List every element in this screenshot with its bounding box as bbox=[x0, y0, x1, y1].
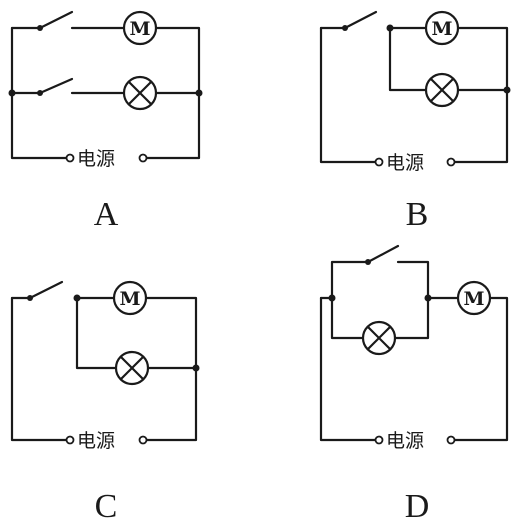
circuit-a-power-source: 电源 bbox=[65, 148, 148, 170]
svg-text:电源: 电源 bbox=[386, 152, 424, 174]
circuit-d-wire-right bbox=[452, 296, 509, 442]
svg-text:M: M bbox=[431, 18, 452, 40]
circuit-b-wire-left-bottom bbox=[319, 26, 378, 164]
svg-text:M: M bbox=[119, 288, 140, 310]
circuit-c: M 电源 C bbox=[10, 280, 200, 525]
circuit-a-junction-right bbox=[195, 89, 203, 97]
circuit-c-motor: M bbox=[112, 280, 148, 316]
svg-text:电源: 电源 bbox=[77, 148, 115, 170]
circuit-b-junction-right bbox=[503, 86, 511, 94]
circuit-b-motor: M bbox=[424, 10, 460, 46]
circuit-c-wire-left-bottom bbox=[10, 296, 69, 442]
circuit-a-wire-left-bottom bbox=[10, 26, 69, 160]
circuit-c-junction-right bbox=[192, 364, 200, 372]
circuit-d-switch bbox=[365, 244, 400, 265]
circuit-b-wire-right bbox=[452, 26, 509, 164]
circuit-a-label: A bbox=[94, 196, 119, 233]
svg-text:电源: 电源 bbox=[386, 430, 424, 452]
circuit-c-power-source: 电源 bbox=[65, 430, 148, 452]
circuit-d-wire-lamp-right bbox=[393, 296, 430, 340]
circuit-d-wire-switch-right bbox=[396, 260, 430, 300]
circuit-b-wire-branch bbox=[388, 26, 428, 92]
circuit-a-lamp bbox=[122, 75, 158, 111]
circuit-b: M 电源 B bbox=[319, 10, 511, 233]
circuit-d: M 电源 D bbox=[319, 244, 509, 525]
svg-text:电源: 电源 bbox=[77, 430, 115, 452]
svg-text:M: M bbox=[463, 288, 484, 310]
circuit-d-power-source: 电源 bbox=[374, 430, 456, 452]
circuit-d-lamp bbox=[361, 320, 397, 356]
circuit-d-label: D bbox=[405, 488, 430, 525]
circuit-c-lamp bbox=[114, 350, 150, 386]
circuit-d-motor: M bbox=[456, 280, 492, 316]
circuit-c-switch bbox=[27, 280, 64, 301]
circuit-d-wire-lamp-branch bbox=[330, 296, 365, 340]
circuit-b-lamp bbox=[424, 72, 460, 108]
circuit-a-switch-top bbox=[37, 10, 126, 31]
circuit-b-label: B bbox=[406, 196, 429, 233]
circuit-b-power-source: 电源 bbox=[374, 152, 456, 174]
circuit-a: M 电源 A bbox=[8, 10, 203, 233]
circuit-c-label: C bbox=[95, 488, 118, 525]
circuit-d-wire-switch-branch bbox=[330, 260, 368, 300]
svg-text:M: M bbox=[129, 18, 150, 40]
circuit-b-switch bbox=[342, 10, 378, 31]
circuit-a-motor: M bbox=[122, 10, 158, 46]
circuit-c-wire-branch bbox=[75, 296, 118, 370]
circuit-d-wire-left-bottom bbox=[319, 296, 378, 442]
circuit-a-switch-bottom bbox=[37, 77, 126, 96]
